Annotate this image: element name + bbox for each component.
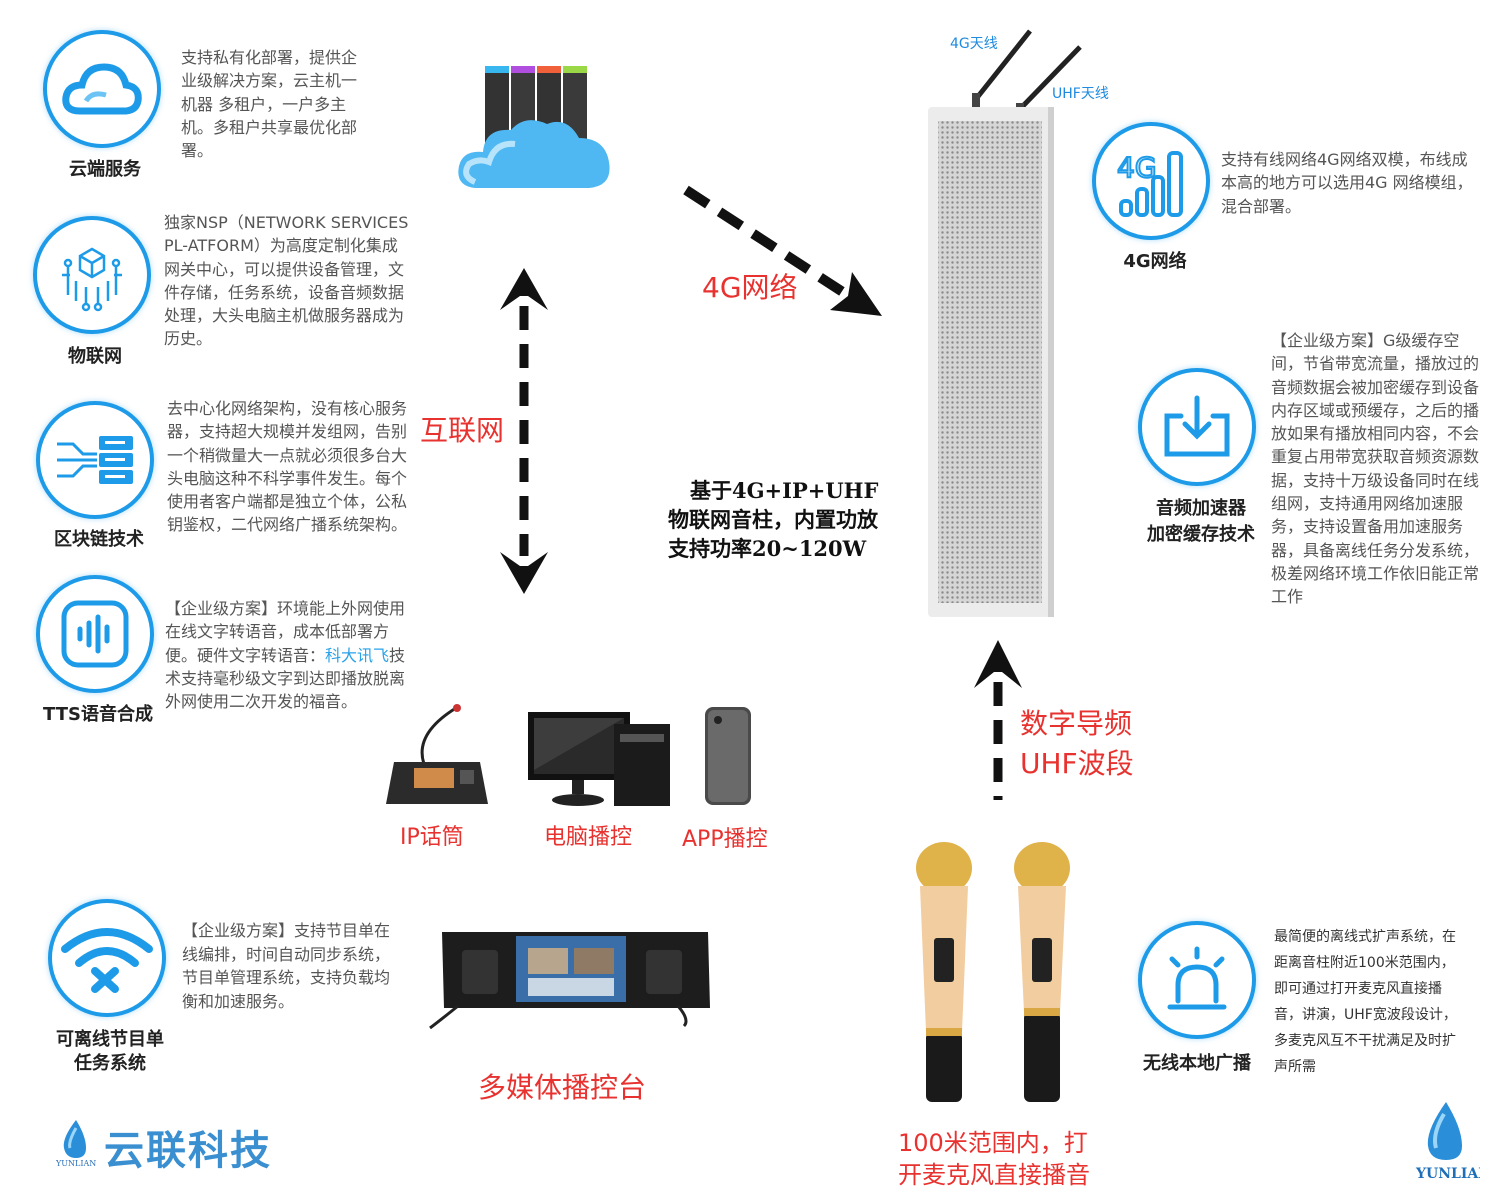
phone-image: [704, 706, 752, 806]
feature-text-iot: 独家NSP（NETWORK SERVICES PL-ATFORM）为高度定制化集…: [164, 213, 409, 349]
brand-latin-left: YUNLIAN: [56, 1159, 96, 1168]
brand-latin-right: YUNLIAN: [1415, 1166, 1480, 1182]
speaker-column-image: [920, 25, 1090, 625]
feature-text-accel: 【企业级方案】G级缓存空间，节省带宽流量，播放过的音频数据会被加密缓存到设备内存…: [1271, 331, 1480, 607]
feature-label-tts: TTS语音合成: [43, 704, 153, 725]
4g-icon-text: 4G: [1117, 151, 1157, 184]
device-label-ip-mic: IP话筒: [400, 825, 464, 850]
computer-image: [524, 710, 674, 810]
feature-label-wireless: 无线本地广播: [1143, 1053, 1251, 1074]
cloud-server-image: [455, 58, 615, 193]
center-line-3: 支持功率20~120W: [668, 536, 867, 561]
mic-label-2: 开麦克风直接播音: [898, 1161, 1090, 1189]
feature-text-wireless: 最简便的离线式扩声系统，在距离音柱附近100米范围内，即可通过打开麦克风直接播音…: [1274, 929, 1457, 1075]
tts-link[interactable]: 科大讯飞: [325, 645, 390, 665]
brand-logo-right: YUNLIAN: [1414, 1100, 1480, 1184]
feature-label-cloud: 云端服务: [69, 159, 141, 180]
tts-text-b: 技术支持毫秒级文字到达即播放脱离外网使用二次开发的福音。: [165, 645, 406, 712]
iot-chip-icon: [33, 216, 151, 334]
4g-signal-icon: 4G: [1092, 122, 1210, 240]
alarm-light-icon: [1138, 921, 1256, 1039]
feature-label-iot: 物联网: [68, 346, 122, 367]
device-label-app: APP播控: [682, 827, 768, 852]
feature-text-tts: 【企业级方案】环境能上外网使用在线文字转语音，成本低部署方便。硬件文字转语音：科…: [165, 597, 415, 713]
center-line-1: 基于4G+IP+UHF: [690, 478, 879, 503]
antenna-4g-label: 4G天线: [950, 36, 998, 52]
download-cache-icon: [1138, 368, 1256, 486]
internet-label: 互联网: [420, 414, 505, 447]
uhf-label-2: UHF波段: [1020, 747, 1134, 780]
tts-text-a: 【企业级方案】环境能上外网使用在线文字转语音，成本低部署方便。硬件文字转语音：: [165, 599, 406, 665]
cloud-icon: [43, 30, 161, 148]
ip-microphone-image: [384, 704, 490, 808]
feature-text-offline: 【企业级方案】支持节目单在线编排，时间自动同步系统， 节目单管理系统，支持负载均…: [182, 921, 391, 1011]
center-line-2: 物联网音柱，内置功放: [668, 507, 878, 532]
voice-wave-icon: [36, 575, 154, 693]
multimedia-console-image: [428, 926, 713, 1032]
4g-network-label: 4G网络: [702, 271, 798, 304]
4g-network-arrow: [682, 184, 888, 320]
brand-name: 云联科技: [104, 1128, 272, 1174]
antenna-uhf-label: UHF天线: [1052, 86, 1109, 102]
feature-text-cloud: 支持私有化部署，提供企业级解决方案，云主机一机器 多租户，一户多主机。多租户共享…: [181, 48, 358, 161]
blockchain-server-icon: [36, 401, 154, 519]
feature-label-offline-1: 可离线节目单: [56, 1029, 164, 1050]
wireless-microphones-image: [912, 842, 1077, 1108]
console-label: 多媒体播控台: [478, 1071, 647, 1104]
internet-double-arrow: [496, 266, 552, 596]
feature-label-accel-1: 音频加速器: [1156, 498, 1246, 519]
uhf-label-1: 数字导频: [1020, 707, 1133, 740]
wifi-off-icon: [48, 899, 166, 1017]
feature-text-4g: 支持有线网络4G网络双模，布线成本高的地方可以选用4G 网络模组，混合部署。: [1221, 150, 1473, 216]
feature-label-4g: 4G网络: [1123, 251, 1187, 272]
feature-label-blockchain: 区块链技术: [54, 529, 144, 550]
uhf-up-arrow: [970, 638, 1026, 804]
feature-label-accel-2: 加密缓存技术: [1147, 524, 1255, 545]
feature-text-blockchain: 去中心化网络架构，没有核心服务器，支持超大规模并发组网，告别一个稍微量大一点就必…: [167, 399, 408, 535]
device-label-pc: 电脑播控: [544, 825, 633, 850]
mic-label-1: 100米范围内，打: [898, 1129, 1088, 1157]
brand-logo-left: YUNLIAN: [56, 1118, 100, 1168]
feature-label-offline-2: 任务系统: [74, 1053, 146, 1074]
